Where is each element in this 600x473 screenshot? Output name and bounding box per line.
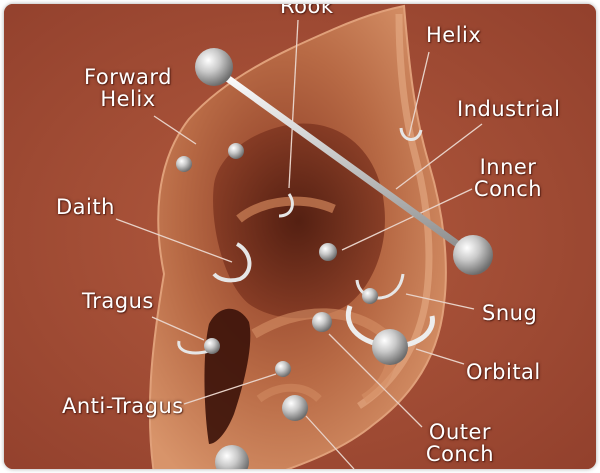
label-snug: Snug <box>482 301 538 325</box>
label-helix: Helix <box>426 23 482 47</box>
orbital-ball <box>372 329 408 365</box>
leader-snug <box>405 293 475 310</box>
label-outer-conch-line2: Conch <box>425 442 495 466</box>
tragus-ball <box>204 338 220 354</box>
ear-piercing-diagram: Rook Helix Forward Helix Industrial Inne… <box>4 4 596 469</box>
industrial-ball-top <box>195 48 233 86</box>
leader-industrial <box>395 123 483 190</box>
rook-ring <box>278 193 294 218</box>
label-forward-helix-line2: Helix <box>100 87 156 111</box>
label-inner-conch-line1: Inner <box>479 155 537 179</box>
leader-lines <box>115 19 483 469</box>
leader-outer-conch <box>328 333 423 428</box>
daith-ring <box>212 242 252 283</box>
lobe-ball <box>215 445 249 469</box>
helix-ring <box>399 127 423 141</box>
label-inner-conch: Inner Conch <box>468 156 548 200</box>
leader-orbital <box>415 348 465 365</box>
snug-ring <box>355 273 405 300</box>
forward-helix-ball-2 <box>228 143 244 159</box>
industrial-bar <box>212 66 478 260</box>
label-industrial: Industrial <box>457 97 561 121</box>
snug-ball <box>362 288 378 304</box>
label-forward-helix: Forward Helix <box>80 66 176 110</box>
label-forward-helix-line1: Forward <box>84 65 172 89</box>
industrial-ball-bottom <box>453 235 493 275</box>
leader-inner-conch <box>341 188 473 251</box>
leader-lobe <box>305 415 355 469</box>
leader-daith <box>115 218 233 263</box>
label-daith: Daith <box>56 195 115 219</box>
conch-lower-ball <box>282 395 308 421</box>
anti-tragus-ball <box>275 361 291 377</box>
label-anti-tragus: Anti-Tragus <box>62 394 184 418</box>
label-orbital: Orbital <box>466 360 541 384</box>
jewelry <box>176 48 493 469</box>
leader-tragus <box>151 316 205 341</box>
label-inner-conch-line2: Conch <box>473 177 543 201</box>
ear-shape <box>148 4 447 469</box>
outer-conch-ball <box>312 312 332 332</box>
ear-illustration <box>4 4 596 469</box>
leader-helix <box>408 51 430 137</box>
leader-rook <box>288 19 299 189</box>
leader-anti-tragus <box>183 373 277 405</box>
forward-helix-ball-1 <box>176 156 192 172</box>
label-outer-conch-line1: Outer <box>428 420 492 444</box>
label-rook: Rook <box>280 4 334 18</box>
label-outer-conch: Outer Conch <box>418 421 502 465</box>
leader-forward-helix <box>153 115 197 145</box>
label-tragus: Tragus <box>82 289 154 313</box>
inner-conch-ball <box>319 243 337 261</box>
